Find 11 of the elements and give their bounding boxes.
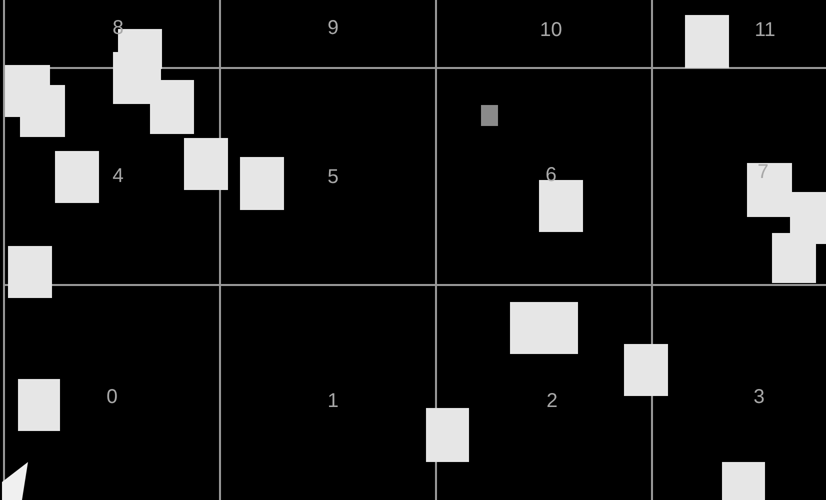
cell-number: 4 <box>112 166 124 186</box>
cell-number: 1 <box>327 391 339 411</box>
cell-number: 3 <box>753 387 765 407</box>
cell-number: 7 <box>757 162 769 182</box>
cell-number: 9 <box>327 18 339 38</box>
cell-number: 0 <box>106 387 118 407</box>
cell-number: 8 <box>112 18 124 38</box>
cell-number: 5 <box>327 167 339 187</box>
cell-number: 2 <box>546 391 558 411</box>
cell-number: 10 <box>540 20 562 40</box>
cell-number: 11 <box>754 20 776 40</box>
